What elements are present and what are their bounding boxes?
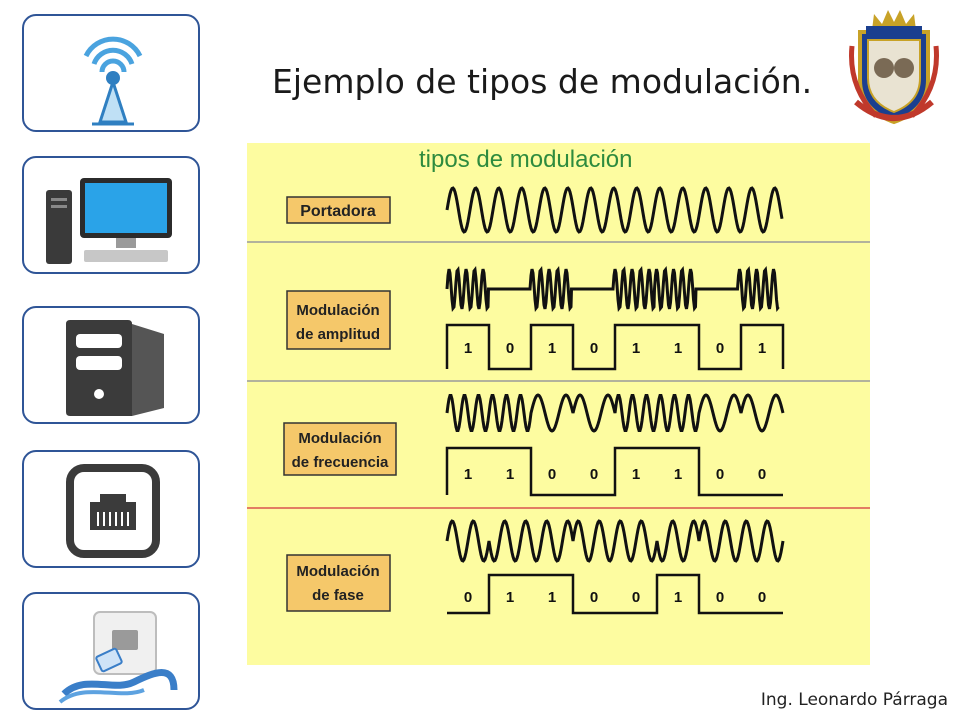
svg-text:Modulación: Modulación bbox=[298, 430, 381, 447]
bit-label: 1 bbox=[674, 340, 682, 357]
row-label-portadora: Portadora bbox=[286, 196, 391, 224]
figure-heading: tipos de modulación bbox=[419, 146, 632, 173]
bit-label: 1 bbox=[674, 466, 682, 483]
sidebar-card-antenna[interactable] bbox=[22, 14, 200, 132]
sidebar-card-server[interactable] bbox=[22, 306, 200, 424]
bit-label: 0 bbox=[758, 589, 766, 606]
bit-label: 0 bbox=[506, 340, 514, 357]
sidebar-card-wall-jack[interactable] bbox=[22, 592, 200, 710]
bit-label: 0 bbox=[464, 589, 472, 606]
modulation-figure: tipos de modulación Portadora Modulación… bbox=[247, 143, 870, 665]
antenna-tower-icon bbox=[83, 36, 143, 126]
svg-text:de amplitud: de amplitud bbox=[296, 326, 380, 343]
ethernet-port-icon bbox=[66, 464, 160, 558]
bit-label: 1 bbox=[548, 340, 556, 357]
bit-label: 0 bbox=[590, 466, 598, 483]
bit-label: 1 bbox=[674, 589, 682, 606]
unefa-emblem-icon bbox=[849, 10, 939, 125]
bit-label: 0 bbox=[632, 589, 640, 606]
desktop-computer-icon bbox=[46, 178, 172, 264]
slide-title: Ejemplo de tipos de modulación. bbox=[272, 62, 813, 101]
fm-wave bbox=[445, 393, 785, 433]
bit-label: 1 bbox=[506, 589, 514, 606]
server-tower-icon bbox=[66, 320, 164, 416]
svg-text:de fase: de fase bbox=[312, 587, 364, 604]
bit-label: 1 bbox=[632, 340, 640, 357]
svg-text:Portadora: Portadora bbox=[300, 203, 376, 220]
bit-label: 0 bbox=[758, 466, 766, 483]
row-label-amplitud: Modulación de amplitud bbox=[286, 290, 391, 350]
bit-label: 1 bbox=[548, 589, 556, 606]
am-wave bbox=[445, 265, 780, 313]
sidebar-card-computer[interactable] bbox=[22, 156, 200, 274]
network-wall-jack-icon bbox=[58, 611, 178, 704]
pm-wave bbox=[445, 519, 785, 563]
bit-label: 1 bbox=[464, 340, 472, 357]
bit-label: 0 bbox=[716, 589, 724, 606]
bit-label: 0 bbox=[716, 340, 724, 357]
bit-label: 1 bbox=[506, 466, 514, 483]
bit-label: 0 bbox=[590, 340, 598, 357]
sidebar-card-ethernet[interactable] bbox=[22, 450, 200, 568]
svg-text:de frecuencia: de frecuencia bbox=[292, 454, 389, 471]
pm-square-signal bbox=[447, 573, 783, 615]
bit-label: 0 bbox=[590, 589, 598, 606]
fm-square-signal bbox=[445, 446, 783, 497]
row-label-fase: Modulación de fase bbox=[286, 554, 391, 612]
bit-label: 0 bbox=[716, 466, 724, 483]
row-label-frecuencia: Modulación de frecuencia bbox=[283, 422, 397, 476]
bit-label: 1 bbox=[464, 466, 472, 483]
bit-label: 1 bbox=[632, 466, 640, 483]
modulation-diagram: tipos de modulación Portadora Modulación… bbox=[247, 146, 870, 615]
carrier-wave bbox=[445, 186, 784, 234]
author-credit: Ing. Leonardo Párraga bbox=[760, 690, 948, 710]
svg-text:Modulación: Modulación bbox=[296, 302, 379, 319]
bit-label: 0 bbox=[548, 466, 556, 483]
am-square-signal bbox=[445, 323, 785, 371]
bit-label: 1 bbox=[758, 340, 766, 357]
svg-text:Modulación: Modulación bbox=[296, 563, 379, 580]
